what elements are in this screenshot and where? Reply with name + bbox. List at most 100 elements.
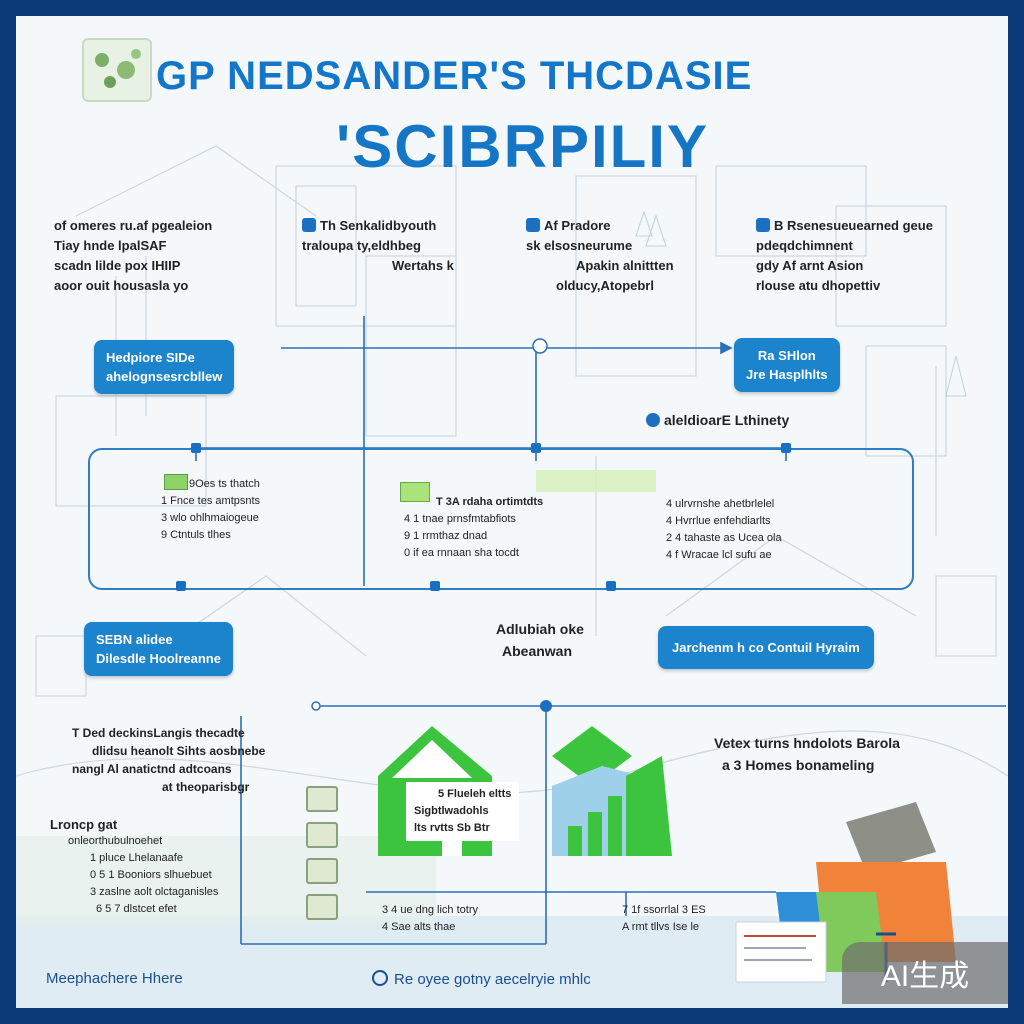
flow-node	[176, 581, 186, 591]
flow-mid-item: 9 1 rrmthaz dnad	[404, 530, 488, 542]
flow-node	[531, 443, 541, 453]
top-column-3: Af Pradore sk elsosneurume Apakin alnitt…	[526, 216, 674, 296]
ai-generated-badge: AI生成	[842, 942, 1008, 1004]
document-stack-icon	[306, 858, 338, 884]
pill-line: Jarchenm h co Contuil Hyraim	[672, 640, 860, 655]
top-column-1-line: aoor ouit housasla yo	[54, 278, 189, 293]
info-pill-right-mid: Jarchenm h co Contuil Hyraim	[658, 626, 874, 669]
chart-note-line: 5 Flueleh eltts	[438, 788, 512, 800]
flow-node	[781, 443, 791, 453]
infographic-canvas: GP NEDSANDER'S THCDASIE 'SCIBRPILIY of o…	[16, 16, 1008, 1008]
info-pill-right-top: Ra SHlon Jre Hasplhlts	[734, 338, 840, 392]
top-column-4: B Rsenesueuearned geue pdeqdchimnent gdy…	[756, 216, 933, 296]
chart-thumbnail-icon	[400, 482, 430, 502]
bottom-left-list-item: 0 5 1 Booniors slhuebuet	[90, 869, 212, 881]
flow-mid-item: T 3A rdaha ortimtdts	[436, 496, 544, 508]
flow-node	[606, 581, 616, 591]
footer-right-text: Re oyee gotny aecelryie mhlc	[394, 971, 591, 988]
top-column-3-line: Af Pradore	[544, 218, 611, 233]
info-pill-left-top: Hedpiore SIDe ahelognsesrcbllew	[94, 340, 235, 394]
bottom-left-list-item: 3 zaslne aolt olctaganisles	[90, 886, 219, 898]
document-stack-icon	[306, 786, 338, 812]
bottom-left-list-header: Lroncp gat	[50, 817, 118, 832]
info-icon	[526, 218, 540, 232]
bottom-mid-note: 3 4 ue dng lich totry	[382, 904, 479, 916]
flow-right-item: 4 Hvrrlue enfehdiarlts	[666, 515, 771, 527]
top-column-3-line: sk elsosneurume	[526, 238, 633, 253]
top-column-1-line: of omeres ru.af pgealeion	[54, 218, 213, 233]
top-column-2-line: Wertahs k	[392, 258, 454, 273]
bottom-left-line: at theoparisbgr	[162, 780, 250, 794]
bottom-right-line: a 3 Homes bonameling	[722, 757, 875, 773]
center-label-line: Adlubiah oke	[496, 621, 584, 637]
laptop-illustration	[735, 802, 956, 983]
pill-line: ahelognsesrcbllew	[106, 369, 223, 384]
flow-right-item: 4 f Wracae lcl sufu ae	[666, 549, 772, 561]
bottom-left-list-item: onleorthubulnoehet	[68, 835, 163, 847]
label-right-mid: aleldioarE Lthinety	[646, 412, 789, 428]
chart-thumbnail-icon	[164, 474, 188, 490]
document-stack-icon	[306, 822, 338, 848]
map-icon	[95, 49, 141, 88]
top-column-2-line: traloupa ty,eldhbeg	[302, 238, 421, 253]
flow-left-item: 1 Fnce tes amtpsnts	[161, 495, 261, 507]
flow-right-item: 2 4 tahaste as Ucea ola	[666, 532, 782, 544]
flow-right-item: 4 ulrvrnshe ahetbrlelel	[666, 498, 775, 510]
top-column-4-line: rlouse atu dhopettiv	[756, 278, 881, 293]
flow-left-list: 9Oes ts thatch 1 Fnce tes amtpsnts 3 wlo…	[161, 476, 260, 544]
bottom-left-line: dlidsu heanolt Sihts aosbnebe	[92, 744, 266, 758]
info-icon	[756, 218, 770, 232]
bottom-mid-note: 4 Sae alts thae	[382, 921, 456, 933]
flow-left-item: 9 Ctntuls tlhes	[161, 529, 231, 541]
flow-mid-item: 4 1 tnae prnsfmtabfiots	[404, 513, 516, 525]
bottom-left-line: T Ded deckinsLangis thecadte	[72, 726, 245, 740]
flow-left-item: 9Oes ts thatch	[189, 478, 260, 490]
highlight-bar	[536, 470, 656, 492]
center-label: Adlubiah oke Abeanwan	[496, 618, 584, 662]
chart-note-line: Sigbtlwadohls	[414, 805, 489, 817]
center-label-line: Abeanwan	[502, 643, 573, 659]
footer-right: Re oyee gotny aecelryie mhlc	[372, 970, 591, 988]
footer-left-text: Meephachere Hhere	[46, 970, 183, 987]
label-right-mid-text: aleldioarE Lthinety	[664, 412, 790, 428]
bottom-right-note: 7 1f ssorrlal 3 ES	[622, 904, 706, 916]
chart-note-line: lts rvtts Sb Btr	[414, 822, 490, 834]
top-column-4-line: gdy Af arnt Asion	[756, 258, 864, 273]
flow-left-item: 3 wlo ohlhmaiogeue	[161, 512, 259, 524]
pill-line: Ra SHlon	[757, 348, 816, 363]
top-column-4-line: B Rsenesueuearned geue	[774, 218, 933, 233]
bottom-left-text: T Ded deckinsLangis thecadte dlidsu hean…	[72, 724, 265, 796]
location-icon	[646, 413, 660, 427]
top-column-3-line: Apakin alnittten	[576, 258, 674, 273]
pill-line: Dilesdle Hoolreanne	[96, 651, 221, 666]
top-column-2-line: Th Senkalidbyouth	[320, 218, 437, 233]
top-column-2: Th Senkalidbyouth traloupa ty,eldhbeg We…	[302, 216, 454, 276]
top-column-1: of omeres ru.af pgealeion Tiay hnde lpal…	[54, 216, 212, 296]
chart-note: 5 Flueleh eltts Sigbtlwadohls lts rvtts …	[406, 782, 520, 841]
top-column-1-line: Tiay hnde lpalSAF	[54, 238, 167, 253]
info-pill-left-mid: SEBN alidee Dilesdle Hoolreanne	[84, 622, 233, 676]
flow-mid-list: T 3A rdaha ortimtdts 4 1 tnae prnsfmtabf…	[404, 494, 543, 562]
process-flow-box	[88, 448, 914, 590]
bottom-left-list: Lroncp gat onleorthubulnoehet 1 pluce Lh…	[50, 816, 218, 918]
bottom-right-note: A rmt tllvs Ise le	[622, 921, 700, 933]
bottom-right-line: Vetex turns hndolots Barola	[714, 735, 900, 751]
bottom-mid-notes: 3 4 ue dng lich totry 4 Sae alts thae	[382, 902, 478, 936]
bottom-left-list-item: 1 pluce Lhelanaafe	[90, 852, 183, 864]
title-line-1: GP NEDSANDER'S THCDASIE	[156, 54, 753, 98]
bottom-left-list-item: 6 5 7 dlstcet efet	[96, 903, 177, 915]
pill-line: Hedpiore SIDe	[106, 350, 195, 365]
flow-right-list: 4 ulrvrnshe ahetbrlelel 4 Hvrrlue enfehd…	[666, 496, 782, 564]
globe-icon	[372, 970, 388, 986]
pill-line: Jre Hasplhlts	[746, 367, 828, 382]
bottom-right-notes: 7 1f ssorrlal 3 ES A rmt tllvs Ise le	[622, 902, 706, 936]
logo-map	[82, 38, 152, 102]
document-stack-icon	[306, 894, 338, 920]
flow-node	[191, 443, 201, 453]
top-column-3-line: olducy,Atopebrl	[556, 278, 654, 293]
bottom-right-text: Vetex turns hndolots Barola a 3 Homes bo…	[714, 732, 900, 776]
title-line-2: 'SCIBRPILIY	[336, 113, 709, 180]
top-column-1-line: scadn lilde pox IHIIP	[54, 258, 181, 273]
bottom-left-line: nangl Al anatictnd adtcoans	[72, 762, 232, 776]
flow-node	[430, 581, 440, 591]
